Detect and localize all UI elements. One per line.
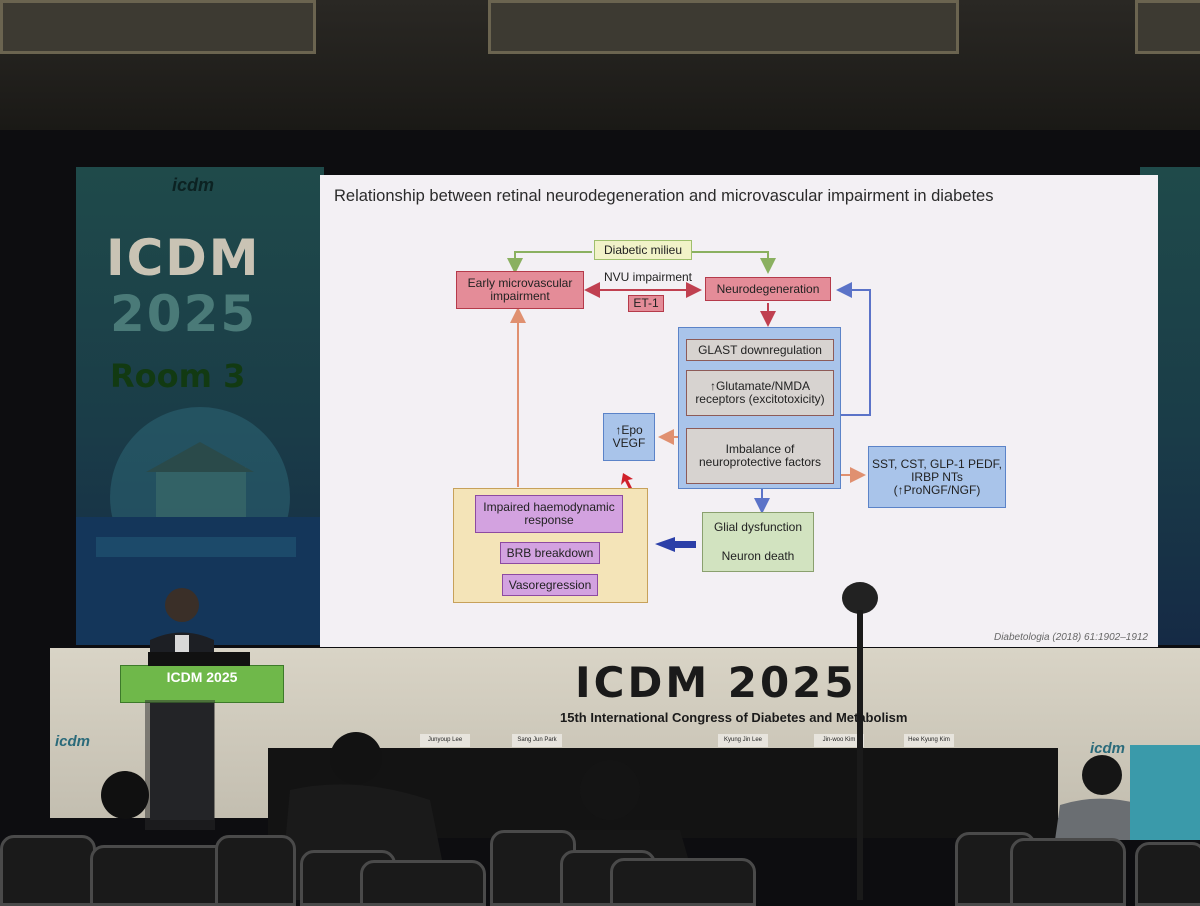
podium-sign-text: ICDM 2025 xyxy=(166,669,238,685)
node-glial-neuron: Glial dysfunction Neuron death xyxy=(702,512,814,572)
diagram-arrows xyxy=(507,251,871,552)
banner-title: ICDM xyxy=(106,229,261,287)
audience-chair xyxy=(360,860,486,906)
banner-year: 2025 xyxy=(110,285,258,343)
node-brb-breakdown: BRB breakdown xyxy=(500,542,600,564)
nameplate: Kyung Jin Lee xyxy=(718,734,768,747)
stage-logo: ICDM 2025 xyxy=(575,658,857,707)
podium-stand xyxy=(145,700,215,830)
label-nvu-impairment: NVU impairment xyxy=(603,269,693,284)
node-imbalance: Imbalance of neuroprotective factors xyxy=(686,428,834,484)
microphone-stand xyxy=(842,582,878,900)
stage-side-brand-right: icdm xyxy=(1090,740,1126,757)
node-glutamate: ↑Glutamate/NMDA receptors (excitotoxicit… xyxy=(686,370,834,416)
audience-chair xyxy=(90,845,231,906)
node-diabetic-milieu: Diabetic milieu xyxy=(594,240,692,260)
audience-chair xyxy=(215,835,296,906)
nameplate: Sang Jun Park xyxy=(512,734,562,747)
node-glial-dysfunction: Glial dysfunction xyxy=(713,520,803,534)
ceiling xyxy=(0,0,1200,130)
ceiling-light-panel xyxy=(1135,0,1200,54)
citation: Diabetologia (2018) 61:1902–1912 xyxy=(993,632,1148,643)
slide-title: Relationship between retinal neurodegene… xyxy=(334,187,994,205)
stage-side-brand: icdm xyxy=(55,733,91,750)
audience-chair xyxy=(1135,842,1200,906)
node-haemodynamic: Impaired haemodynamic response xyxy=(475,495,623,533)
audience-chair xyxy=(610,858,756,906)
nameplate: Junyoup Lee xyxy=(420,734,470,747)
banner-brand: icdm xyxy=(172,175,215,195)
projection-screen: Relationship between retinal neurodegene… xyxy=(320,175,1158,647)
node-vasoregression: Vasoregression xyxy=(502,574,598,596)
node-early-microvascular: Early microvascular impairment xyxy=(456,271,584,309)
nameplate: Hee Kyung Kim xyxy=(904,734,954,747)
node-sst-factors: SST, CST, GLP-1 PEDF, IRBP NTs (↑ProNGF/… xyxy=(868,446,1006,508)
node-neuron-death: Neuron death xyxy=(721,549,795,563)
node-glast: GLAST downregulation xyxy=(686,339,834,361)
laptop xyxy=(148,652,250,666)
node-epo-vegf: ↑Epo VEGF xyxy=(603,413,655,461)
podium-sign: ICDM 2025 xyxy=(120,665,284,703)
node-neurodegeneration: Neurodegeneration xyxy=(705,277,831,301)
banner-room: Room 3 xyxy=(110,357,246,395)
nameplate: Jin-woo Kim xyxy=(814,734,864,747)
left-banner: icdm ICDM 2025 Room 3 xyxy=(76,167,324,645)
ceiling-light-panel xyxy=(488,0,959,54)
node-et1: ET-1 xyxy=(628,295,664,312)
audience-chair xyxy=(0,835,96,906)
stage-subtitle: 15th International Congress of Diabetes … xyxy=(560,710,908,725)
side-sign xyxy=(1130,745,1200,840)
ceiling-light-panel xyxy=(0,0,316,54)
skyline-illustration xyxy=(76,407,324,645)
audience-chair xyxy=(1010,838,1126,906)
